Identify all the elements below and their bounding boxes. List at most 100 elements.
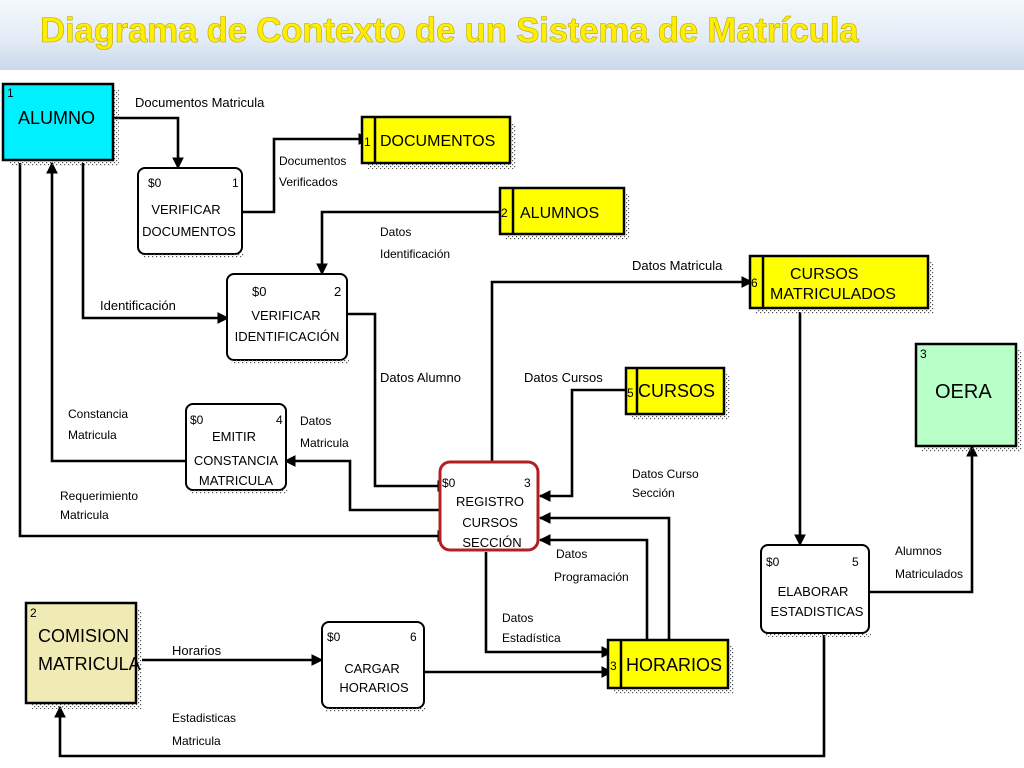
flow-label-datos-estadistica-line1: Datos [502, 611, 533, 625]
flow-label-datos-curso-seccion-line2: Sección [632, 486, 675, 500]
process-2-code: $0 [252, 284, 266, 299]
process-6-code: $0 [327, 630, 341, 644]
process-1-label-line1: VERIFICAR [151, 202, 220, 217]
flow-line-constancia-matricula [46, 161, 190, 463]
flow-label-requerimiento-line1: Requerimiento [60, 489, 138, 503]
flow-label-datos-matricula-line1: Datos [300, 414, 331, 428]
datastore-alumnos-label: ALUMNOS [520, 205, 599, 222]
entity-comision-label-line2: MATRICULA [38, 654, 141, 674]
process-6-label-line2: HORARIOS [339, 680, 409, 695]
process-emitir-constancia-matricula: $0 4 EMITIR CONSTANCIA MATRICULA [185, 403, 288, 494]
flow-line-datos-matricula [283, 455, 440, 512]
datastore-alumnos-number: 2 [501, 206, 508, 220]
flow-line-datos-matricula-top [490, 276, 754, 462]
flow-label-datos-programacion-line1: Datos [556, 547, 587, 561]
flow-label-datos-programacion-line2: Programación [554, 570, 629, 584]
process-4-code: $0 [190, 413, 204, 427]
datastore-cursos-matriculados-label-line1: CURSOS [790, 266, 858, 283]
process-3-number: 3 [524, 476, 531, 490]
process-2-label-line2: IDENTIFICACIÓN [235, 329, 340, 344]
process-verificar-documentos: $0 1 VERIFICAR DOCUMENTOS [137, 167, 244, 258]
datastore-cursos-matriculados: 6 CURSOS MATRICULADOS [748, 254, 934, 314]
process-3-code: $0 [442, 476, 456, 490]
flow-line-datos-identificacion [316, 210, 500, 276]
flow-label-alumnos-matriculados-line2: Matriculados [895, 567, 963, 581]
flow-label-documentos-verificados-line2: Verificados [279, 175, 338, 189]
datastore-cursos-matriculados-label-line2: MATRICULADOS [770, 286, 896, 303]
dfd-diagram: 1 ALUMNO 2 COMISION MATRICULA 3 OERA 1 D… [1, 82, 1022, 758]
process-4-label-line1: EMITIR [212, 429, 256, 444]
flow-label-requerimiento-line2: Matricula [60, 508, 109, 522]
flow-label-datos-estadistica-line2: Estadística [502, 631, 561, 645]
flow-line-documentos-verificados [243, 133, 371, 214]
datastore-documentos-label: DOCUMENTOS [380, 133, 495, 150]
process-6-label-line1: CARGAR [344, 661, 400, 676]
entity-alumno-label: ALUMNO [18, 108, 95, 128]
flow-line-datos-cursos [538, 388, 626, 502]
flow-line-identificacion [81, 163, 230, 324]
flow-label-datos-identificacion-line2: Identificación [380, 247, 450, 261]
flow-label-estadisticas-line1: Estadisticas [172, 711, 236, 725]
flow-label-estadisticas-line2: Matricula [172, 734, 221, 748]
entity-comision-number: 2 [30, 606, 37, 620]
flow-label-horarios: Horarios [172, 643, 222, 658]
datastore-horarios: 3 HORARIOS [606, 638, 734, 694]
flow-label-datos-alumno: Datos Alumno [380, 370, 461, 385]
entity-comision-label-line1: COMISION [38, 626, 129, 646]
flow-line-alumnos-matriculados [870, 444, 978, 594]
process-1-number: 1 [232, 176, 239, 190]
flow-line-datos-curso-seccion [538, 512, 671, 640]
flow-line-datos-estadistica [484, 552, 614, 658]
process-5-number: 5 [852, 555, 859, 569]
process-4-label-line2: CONSTANCIA [194, 453, 279, 468]
flow-line-estadisticas-matricula [54, 635, 826, 758]
flow-line-documentos-matricula [112, 116, 184, 170]
title-banner: Diagrama de Contexto de un Sistema de Ma… [0, 0, 1024, 70]
process-5-label-line1: ELABORAR [778, 584, 849, 599]
datastore-cursos: 5 CURSOS [624, 366, 730, 420]
process-5-code: $0 [766, 555, 780, 569]
process-2-number: 2 [334, 284, 341, 299]
flow-label-alumnos-matriculados-line1: Alumnos [895, 544, 942, 558]
process-2-label-line1: VERIFICAR [251, 308, 320, 323]
process-verificar-identificacion: $0 2 VERIFICAR IDENTIFICACIÓN [226, 273, 349, 364]
process-1-label-line2: DOCUMENTOS [142, 224, 236, 239]
flow-label-constancia-line1: Constancia [68, 407, 128, 421]
page-title: Diagrama de Contexto de un Sistema de Ma… [40, 11, 859, 51]
datastore-horarios-label: HORARIOS [626, 655, 722, 675]
flow-label-constancia-line2: Matricula [68, 428, 117, 442]
flow-label-documentos-matricula: Documentos Matricula [135, 95, 265, 110]
process-4-number: 4 [276, 413, 283, 427]
entity-comision-matricula: 2 COMISION MATRICULA [24, 601, 142, 709]
flow-label-datos-matricula-top: Datos Matricula [632, 258, 723, 273]
flow-label-identificacion: Identificación [100, 298, 176, 313]
entity-alumno-number: 1 [7, 86, 14, 100]
flow-label-datos-cursos: Datos Cursos [524, 370, 603, 385]
entity-oera-number: 3 [920, 347, 927, 361]
process-3-label-line3: SECCIÓN [462, 535, 521, 550]
datastore-alumnos: 2 ALUMNOS [498, 186, 630, 240]
process-elaborar-estadisticas: $0 5 ELABORAR ESTADISTICAS [760, 544, 871, 637]
process-6-number: 6 [410, 630, 417, 644]
entity-alumno: 1 ALUMNO [1, 82, 119, 166]
flow-line-requerimiento-matricula [18, 163, 450, 542]
flow-label-datos-identificacion-line1: Datos [380, 225, 411, 239]
process-3-label-line2: CURSOS [462, 515, 518, 530]
flow-label-documentos-verificados-line1: Documentos [279, 154, 346, 168]
process-cargar-horarios: $0 6 CARGAR HORARIOS [321, 621, 426, 712]
datastore-cursos-number: 5 [627, 386, 634, 400]
process-1-code: $0 [148, 176, 162, 190]
flow-label-datos-curso-seccion-line1: Datos Curso [632, 467, 699, 481]
datastore-horarios-number: 3 [610, 659, 617, 673]
flow-line-datos-programacion [538, 534, 649, 640]
datastore-documentos: 1 DOCUMENTOS [360, 115, 516, 169]
datastore-documentos-number: 1 [364, 135, 371, 149]
entity-oera: 3 OERA [914, 342, 1022, 452]
datastore-cursos-matriculados-number: 6 [751, 276, 758, 290]
process-registro-cursos-seccion: $0 3 REGISTRO CURSOS SECCIÓN [438, 460, 540, 552]
flow-line-datos-alumno [348, 312, 450, 492]
flow-label-datos-matricula-line2: Matricula [300, 436, 349, 450]
process-5-label-line2: ESTADISTICAS [771, 604, 864, 619]
entity-oera-label: OERA [935, 381, 992, 403]
process-3-label-line1: REGISTRO [456, 494, 524, 509]
